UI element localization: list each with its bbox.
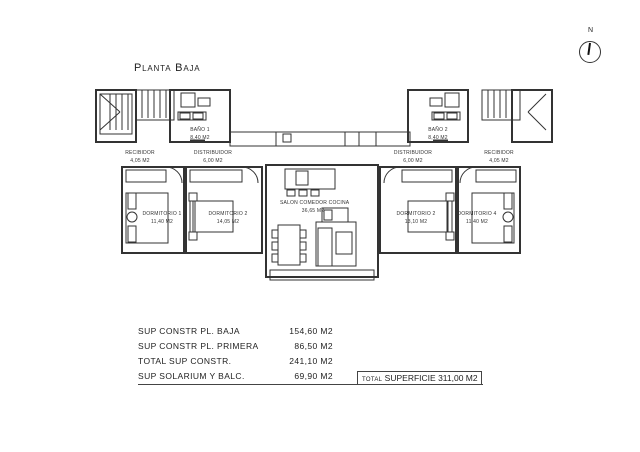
summary-divider [138, 384, 483, 385]
compass-circle-icon [579, 41, 601, 63]
dormitorio-1-room [121, 166, 185, 254]
dormitorio-2-right-room [379, 166, 457, 254]
bano-1-room [169, 89, 231, 143]
plan-title: Planta Baja [134, 62, 201, 74]
salon-room [265, 164, 379, 281]
total-surface-box: TOTAL SUPERFICIE 311,00 M2 [357, 371, 482, 385]
north-label: N [588, 27, 594, 34]
north-compass: N [577, 27, 605, 67]
corridor-top [229, 131, 411, 147]
bano-2-room [407, 89, 469, 143]
stair-right [481, 89, 553, 143]
dormitorio-4-room [457, 166, 521, 254]
dormitorio-2-left-room [185, 166, 263, 254]
stair-left [95, 89, 175, 143]
